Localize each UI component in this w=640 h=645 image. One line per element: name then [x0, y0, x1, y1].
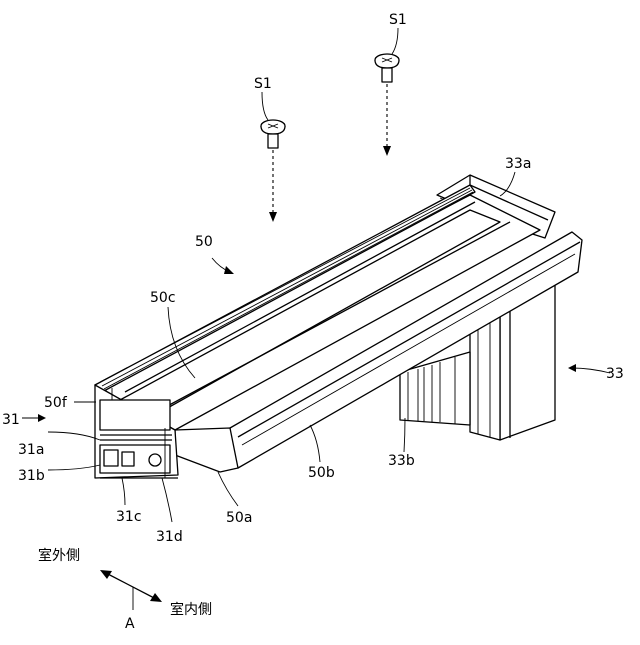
label-50b: 50b [308, 465, 335, 481]
label-31: 31 [2, 412, 20, 428]
screw-left [261, 120, 285, 148]
label-s1-right: S1 [389, 12, 407, 28]
label-outdoor-side: 室外側 [38, 547, 80, 564]
label-50: 50 [195, 234, 213, 250]
label-50a: 50a [226, 510, 252, 526]
screw-right [375, 54, 399, 82]
label-axis-a: A [125, 616, 135, 632]
label-31b: 31b [18, 468, 45, 484]
label-31d: 31d [156, 529, 183, 545]
label-33a: 33a [505, 156, 531, 172]
screw-left-arrow [269, 212, 277, 222]
screw-right-arrow [383, 146, 391, 156]
label-31a: 31a [18, 442, 44, 458]
label-s1-left: S1 [254, 76, 272, 92]
label-50f: 50f [44, 395, 68, 411]
label-33: 33 [606, 366, 624, 382]
label-50c: 50c [150, 290, 176, 306]
label-33b: 33b [388, 453, 415, 469]
orientation-arrow [100, 570, 162, 610]
label-31c: 31c [116, 509, 142, 525]
label-indoor-side: 室内側 [170, 601, 212, 618]
